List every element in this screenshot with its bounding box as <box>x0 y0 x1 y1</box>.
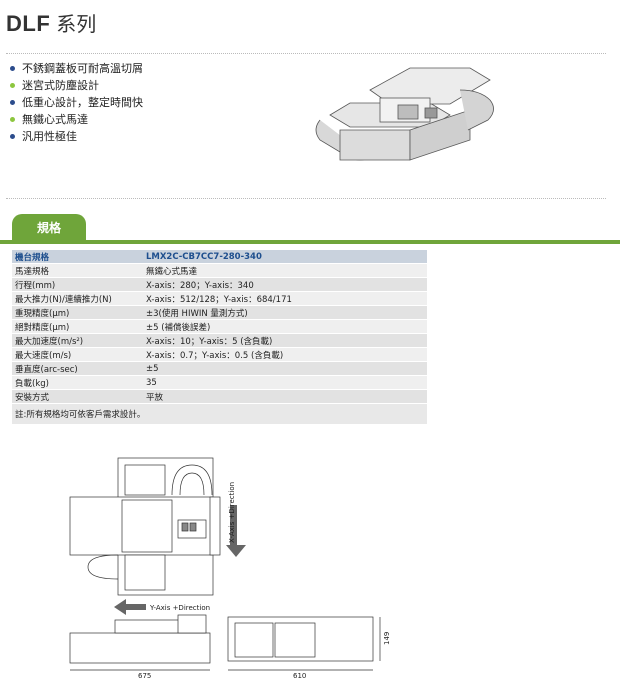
spec-key: 馬達規格 <box>12 263 143 278</box>
bullet-icon <box>10 100 15 105</box>
table-row: 馬達規格無鐵心式馬達 <box>12 263 427 278</box>
dimension-149: 149 <box>383 632 391 645</box>
table-note-row: 註:所有規格均可依客戶需求設計。 <box>12 403 427 425</box>
divider <box>6 198 606 199</box>
spec-key: 最大推力(N)/連續推力(N) <box>12 291 143 306</box>
spec-value: 無鐵心式馬達 <box>143 263 427 278</box>
bullet-icon <box>10 66 15 71</box>
table-row: 最大速度(m/s)X-axis：0.7；Y-axis：0.5 (含負載) <box>12 347 427 362</box>
feature-item: 無鐵心式馬達 <box>10 111 143 128</box>
y-direction-label: Y-Axis +Direction <box>149 604 210 612</box>
spec-value: X-axis：280；Y-axis：340 <box>143 277 427 292</box>
bullet-icon <box>10 134 15 139</box>
table-row: 絕對精度(μm)±5 (補償後誤差) <box>12 319 427 334</box>
table-row: 最大推力(N)/連續推力(N)X-axis：512/128；Y-axis：684… <box>12 291 427 306</box>
spec-note: 註:所有規格均可依客戶需求設計。 <box>12 403 427 425</box>
spec-key: 負載(kg) <box>12 375 143 390</box>
spec-value: ±3(使用 HIWIN 量測方式) <box>143 305 427 320</box>
spec-value: ±5 <box>143 361 427 376</box>
table-row: 垂直度(arc-sec)±5 <box>12 361 427 376</box>
spec-key: 重現精度(μm) <box>12 305 143 320</box>
spec-value: LMX2C-CB7CC7-280-340 <box>143 250 427 264</box>
spec-value: ±5 (補償後誤差) <box>143 319 427 334</box>
spec-value: X-axis：10；Y-axis：5 (含負載) <box>143 333 427 348</box>
spec-value: X-axis：0.7；Y-axis：0.5 (含負載) <box>143 347 427 362</box>
feature-text: 不銹鋼蓋板可耐高溫切屑 <box>22 62 143 75</box>
feature-item: 汎用性極佳 <box>10 128 143 145</box>
bullet-icon <box>10 83 15 88</box>
divider <box>6 53 606 54</box>
tab-spec[interactable]: 規格 <box>12 214 86 242</box>
spec-key: 安裝方式 <box>12 389 143 404</box>
spec-key: 絕對精度(μm) <box>12 319 143 334</box>
table-row: 安裝方式平放 <box>12 389 427 404</box>
bullet-icon <box>10 117 15 122</box>
feature-text: 低重心設計，整定時間快 <box>22 96 143 109</box>
table-row: 重現精度(μm)±3(使用 HIWIN 量測方式) <box>12 305 427 320</box>
dimension-drawing: X-Axis +Direction Y-Axis +Direction 675 … <box>69 457 391 680</box>
series-label: 系列 <box>56 12 97 36</box>
feature-text: 迷宮式防塵設計 <box>22 79 99 92</box>
dimension-675: 675 <box>138 672 151 680</box>
product-image <box>315 67 494 161</box>
feature-item: 不銹鋼蓋板可耐高溫切屑 <box>10 60 143 77</box>
table-row: 最大加速度(m/s²)X-axis：10；Y-axis：5 (含負載) <box>12 333 427 348</box>
spec-key: 機台規格 <box>12 250 143 264</box>
tab-underline <box>0 240 620 244</box>
model-name: DLF <box>6 11 51 36</box>
x-direction-label: X-Axis +Direction <box>228 482 236 543</box>
feature-text: 無鐵心式馬達 <box>22 113 88 126</box>
spec-key: 行程(mm) <box>12 277 143 292</box>
feature-text: 汎用性極佳 <box>22 130 77 143</box>
spec-value: X-axis：512/128；Y-axis：684/171 <box>143 291 427 306</box>
spec-value: 平放 <box>143 389 427 404</box>
dimension-610: 610 <box>293 672 306 680</box>
spec-key: 最大速度(m/s) <box>12 347 143 362</box>
feature-list: 不銹鋼蓋板可耐高溫切屑迷宮式防塵設計低重心設計，整定時間快無鐵心式馬達汎用性極佳 <box>10 60 143 145</box>
spec-key: 最大加速度(m/s²) <box>12 333 143 348</box>
feature-item: 迷宮式防塵設計 <box>10 77 143 94</box>
table-row: 負載(kg)35 <box>12 375 427 390</box>
spec-key: 垂直度(arc-sec) <box>12 361 143 376</box>
table-row: 行程(mm)X-axis：280；Y-axis：340 <box>12 277 427 292</box>
feature-item: 低重心設計，整定時間快 <box>10 94 143 111</box>
spec-value: 35 <box>143 375 427 390</box>
